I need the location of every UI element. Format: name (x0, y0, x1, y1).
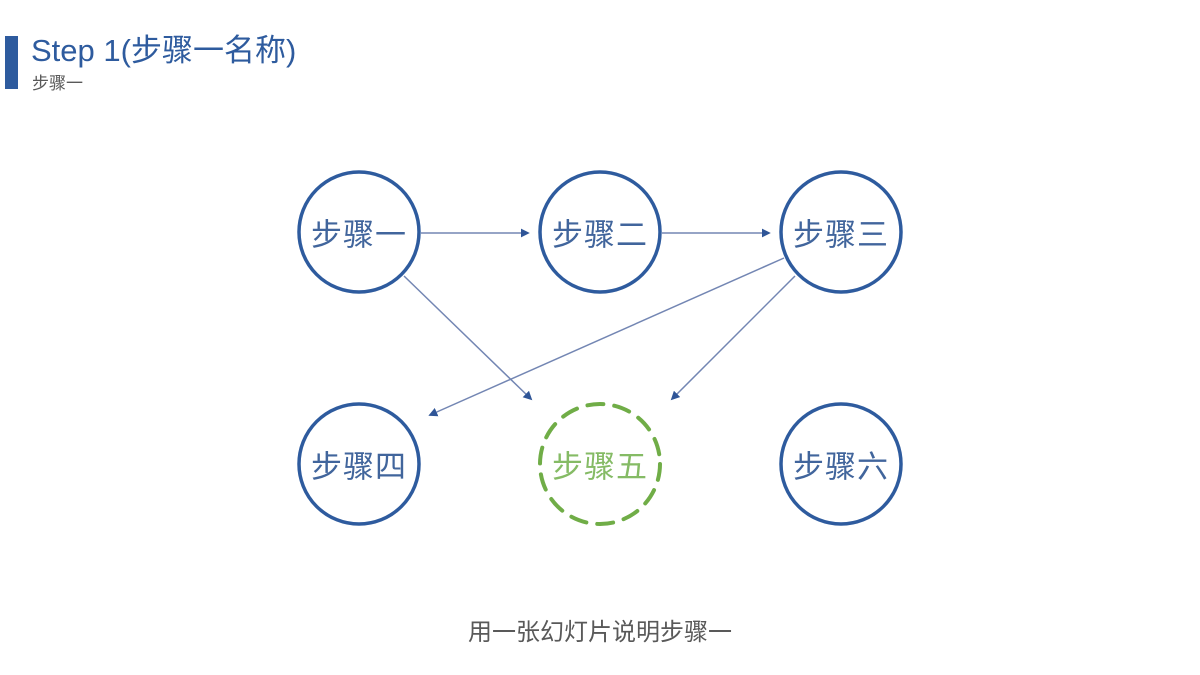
step-circle-3 (779, 170, 903, 294)
step-label-3: 步骤三 (793, 217, 889, 253)
title-accent-bar (5, 36, 18, 89)
arrow-step1-to-step5 (403, 275, 533, 401)
step-label-1: 步骤一 (311, 217, 407, 253)
step-label-4: 步骤四 (311, 449, 407, 485)
page-subtitle: 步骤一 (32, 74, 83, 93)
step-circle-5-highlight (538, 402, 662, 526)
step-label-5: 步骤五 (552, 449, 648, 485)
step-label-2: 步骤二 (552, 217, 648, 253)
step-circle-2 (538, 170, 662, 294)
page-title: Step 1(步骤一名称) (31, 33, 297, 68)
arrow-step3-to-step4 (428, 257, 785, 417)
arrow-step3-to-step5 (670, 275, 796, 401)
step-label-6: 步骤六 (793, 449, 889, 485)
step-circle-1 (297, 170, 421, 294)
step-circle-4 (297, 402, 421, 526)
step-circle-6 (779, 402, 903, 526)
slide-caption: 用一张幻灯片说明步骤一 (468, 619, 732, 646)
